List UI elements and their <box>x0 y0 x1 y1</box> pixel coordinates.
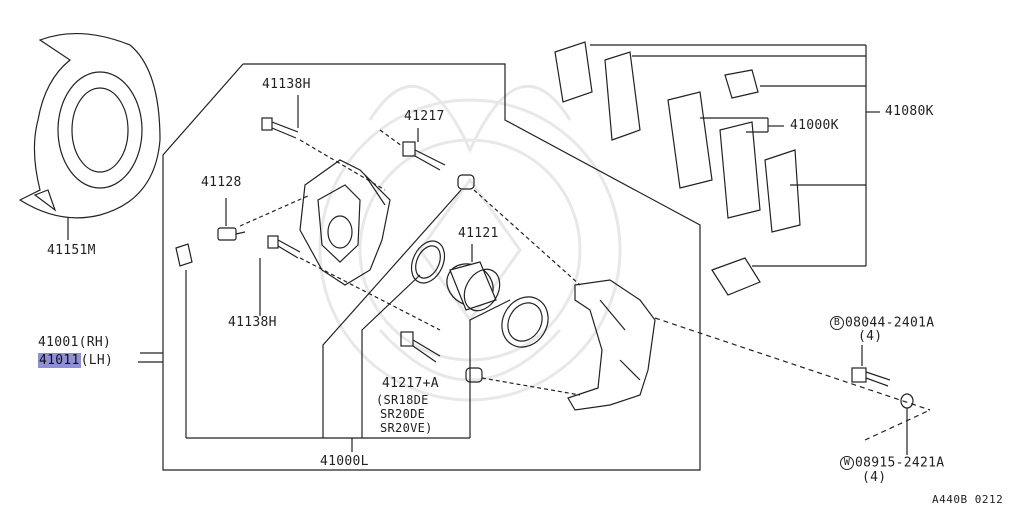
inner-frame-2 <box>361 274 421 438</box>
dust-boot-drawing <box>501 296 549 348</box>
label-bleeder[interactable]: 41128 <box>201 175 242 190</box>
label-slide-pin[interactable]: 41217 <box>404 109 445 124</box>
label-pad-hardware-kit[interactable]: 41080K <box>885 104 934 119</box>
pin-bolt-bottom-drawing <box>259 235 441 331</box>
label-caliper-assy[interactable]: 41000L <box>320 454 369 469</box>
washer-symbol-icon: W <box>840 456 854 470</box>
label-pin-bolt-top[interactable]: 41138H <box>262 77 311 92</box>
diagram-code: A440B 0212 <box>932 493 1004 506</box>
label-engine-1: (SR18DE <box>376 393 429 407</box>
label-bolt-code: 08044-2401A <box>845 315 935 331</box>
piston-seal-drawing <box>410 240 446 284</box>
label-caliper-lh[interactable]: 41011 <box>38 353 81 368</box>
label-washer-qty: (4) <box>862 470 887 485</box>
label-shield[interactable]: 41151M <box>47 243 96 258</box>
bolt-washer-drawing <box>851 345 914 455</box>
label-caliper-rh[interactable]: 41001(RH) <box>38 335 112 350</box>
label-pad-kit[interactable]: 41000K <box>790 118 839 133</box>
label-piston[interactable]: 41121 <box>458 226 499 241</box>
assembly-frame <box>162 63 701 471</box>
caliper-bracket-drawing <box>567 279 931 441</box>
brake-shield-drawing <box>18 33 161 240</box>
bleeder-drawing <box>175 194 311 267</box>
label-pin-kit[interactable]: 41217+A <box>382 376 439 391</box>
label-engine-3: SR20VE) <box>380 421 433 435</box>
piston-drawing <box>446 244 501 312</box>
pad-shims-drawing <box>554 41 801 296</box>
label-washer-code: 08915-2421A <box>855 455 945 471</box>
pad-kit-leaders <box>590 44 880 267</box>
label-pin-bolt-bottom[interactable]: 41138H <box>228 315 277 330</box>
slide-pin-drawing <box>379 128 581 286</box>
inner-frame-3 <box>469 299 511 438</box>
label-bolt-qty: (4) <box>858 329 883 344</box>
slide-pin-lower-drawing <box>400 331 581 396</box>
label-caliper-lh-suffix: (LH) <box>80 353 114 368</box>
bolt-symbol-icon: B <box>830 316 844 330</box>
label-engine-2: SR20DE <box>380 407 426 421</box>
pin-bolt-top-drawing <box>261 95 386 191</box>
caliper-body-drawing <box>299 159 391 286</box>
inner-frame <box>322 189 462 438</box>
label-caliper-lh-row: 41011(LH) <box>38 353 114 368</box>
